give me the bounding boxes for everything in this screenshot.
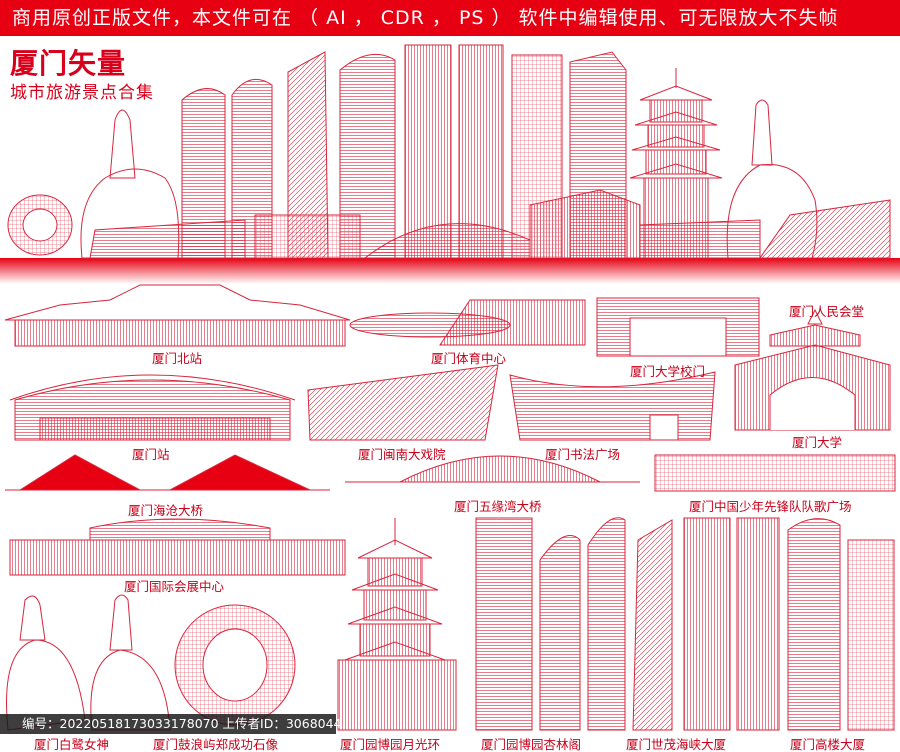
shimao-tower-drawing xyxy=(475,517,673,731)
tower-icon xyxy=(181,88,226,259)
label-peoples-hall: 厦门人民会堂 xyxy=(789,304,865,319)
label-xiamen-univ: 厦门大学 xyxy=(792,435,843,450)
label-egret-goddess: 厦门白鹭女神 xyxy=(34,737,110,752)
top-skyline xyxy=(0,44,900,284)
north-station-drawing xyxy=(4,284,351,347)
page-title: 厦门矢量 xyxy=(10,47,127,80)
tall-buildings-drawing xyxy=(683,517,895,731)
label-moon-ring: 厦门园博园月光环 xyxy=(340,737,441,752)
top-banner: 商用原创正版文件，本文件可在 （ AI ， CDR ， PS ） 软件中编辑使用… xyxy=(0,0,900,36)
label-convention-center: 厦门国际会展中心 xyxy=(124,579,225,594)
egret-goddess-drawing xyxy=(6,595,86,731)
pioneer-square-drawing xyxy=(654,454,896,492)
calligraphy-square-drawing xyxy=(509,371,716,441)
xiamen-station-drawing xyxy=(9,374,296,441)
label-shimao-tower: 厦门世茂海峡大厦 xyxy=(626,737,727,752)
xiamen-univ-drawing xyxy=(734,344,891,431)
univ-gate-drawing xyxy=(596,297,760,357)
label-pioneer-square: 厦门中国少年先锋队队歌广场 xyxy=(689,499,852,514)
statue-icon xyxy=(109,109,136,179)
label-xiamen-station: 厦门站 xyxy=(132,447,170,462)
xinglin-pavilion-drawing xyxy=(337,518,457,731)
label-sports-center: 厦门体育中心 xyxy=(431,351,507,366)
peoples-hall-drawing xyxy=(769,308,861,347)
minnan-theater-drawing xyxy=(307,364,499,441)
skyline-red-band xyxy=(0,258,900,284)
wuyuan-bridge-drawing xyxy=(345,455,640,483)
label-tall-buildings: 厦门高楼大厦 xyxy=(790,737,866,752)
label-minnan-theater: 厦门闽南大戏院 xyxy=(358,447,446,462)
label-univ-gate: 厦门大学校门 xyxy=(630,364,706,379)
convention-center-drawing xyxy=(9,518,346,576)
label-north-station: 厦门北站 xyxy=(152,351,203,366)
zhengchenggong-drawing xyxy=(90,594,171,731)
moon-ring-drawing xyxy=(174,604,296,726)
haicang-bridge-drawing xyxy=(5,454,330,491)
label-haicang-bridge: 厦门海沧大桥 xyxy=(128,503,204,518)
label-zhengchenggong: 厦门鼓浪屿郑成功石像 xyxy=(153,737,279,752)
label-xinglin-pavilion: 厦门园博园杏林阁 xyxy=(481,737,582,752)
label-calligraphy-square: 厦门书法广场 xyxy=(545,447,621,462)
label-wuyuan-bridge: 厦门五缘湾大桥 xyxy=(454,499,542,514)
watermark-id-bar: 编号：20220518173033178070 上传者ID：3068044 xyxy=(0,714,342,734)
page-subtitle: 城市旅游景点合集 xyxy=(10,83,154,103)
sports-center-drawing xyxy=(349,299,586,346)
